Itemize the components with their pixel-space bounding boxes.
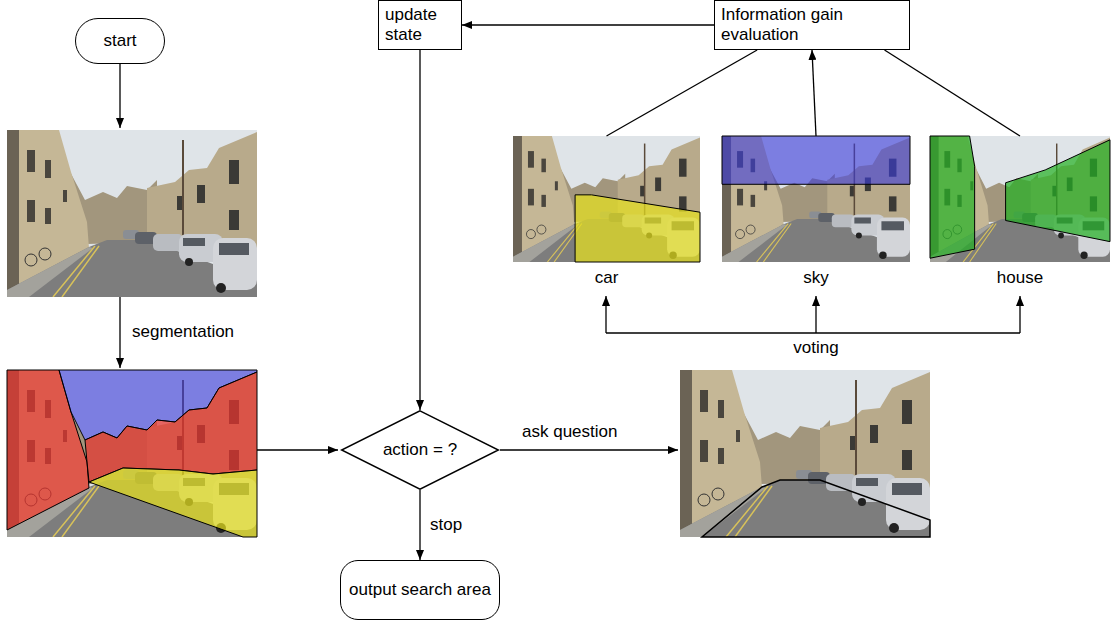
flow-connector	[607, 50, 758, 136]
candidate-image: car	[513, 136, 700, 292]
flow-connector	[812, 50, 816, 136]
voting-arrow	[1019, 296, 1020, 333]
voting-arrow	[605, 296, 606, 333]
house-candidate-photo	[930, 136, 1110, 262]
car-candidate-photo	[513, 136, 700, 262]
process-box: update state	[378, 0, 462, 50]
house-segment	[85, 372, 257, 482]
candidate-image: house	[930, 136, 1110, 292]
node-label: update state	[385, 5, 454, 44]
candidate-image: sky	[722, 136, 910, 292]
flow-connector	[885, 50, 1020, 136]
node-label: house	[997, 268, 1043, 288]
car-segment	[575, 195, 700, 262]
process-box: Information gain evaluation	[714, 0, 910, 50]
street-photo	[930, 136, 1110, 262]
node-label: output search area	[349, 580, 491, 600]
node-label: car	[595, 268, 619, 288]
node-label: action = ?	[383, 440, 457, 460]
input-photo	[7, 130, 257, 297]
street-photo	[722, 136, 910, 262]
flow-label: ask question	[520, 422, 619, 442]
voting-branch	[606, 332, 1020, 333]
end-terminal: output search area	[340, 560, 500, 620]
house-segment	[930, 136, 975, 258]
street-photo	[680, 370, 930, 537]
voting-arrow	[815, 296, 816, 333]
street-photo	[513, 136, 700, 262]
sky-candidate-photo	[722, 136, 910, 262]
flow-connector	[419, 490, 420, 560]
flow-connector	[419, 50, 420, 410]
street-photo	[7, 370, 257, 537]
flow-arrow	[119, 297, 120, 368]
decision-diamond: action = ?	[340, 410, 500, 490]
flow-arrow	[119, 64, 120, 128]
question-photo	[680, 370, 930, 537]
flow-arrow	[500, 449, 678, 450]
start-terminal: start	[75, 18, 165, 64]
flow-connector	[462, 24, 714, 25]
node-label: sky	[803, 268, 829, 288]
flow-label: segmentation	[130, 322, 236, 342]
edge-label: stop	[428, 515, 464, 535]
node-label: start	[103, 31, 136, 51]
house-segment	[1006, 140, 1110, 242]
diamond-shape	[342, 411, 499, 489]
sky-segment	[722, 136, 910, 184]
car-segment	[89, 468, 257, 537]
node-label: Information gain evaluation	[721, 5, 902, 44]
query-region	[702, 480, 930, 537]
flow-arrow	[257, 449, 338, 450]
street-photo	[7, 130, 257, 297]
segmented-photo	[7, 370, 257, 537]
flow-label: voting	[791, 338, 840, 358]
flow-arrows	[120, 64, 1020, 450]
